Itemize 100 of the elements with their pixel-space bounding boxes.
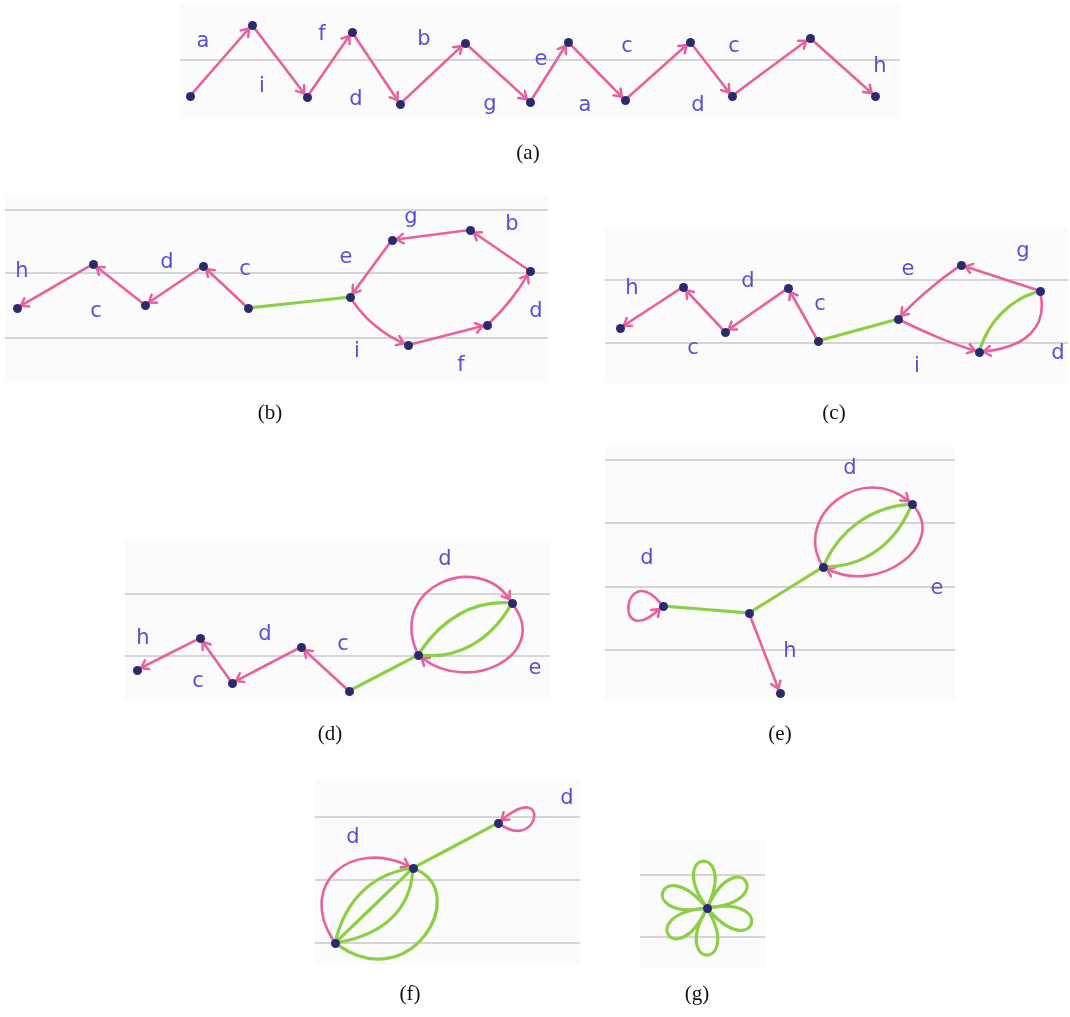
edge-label: c: [192, 669, 204, 691]
vertex-dot: [525, 97, 535, 107]
vertex-dot: [685, 37, 695, 47]
vertex-dot: [482, 320, 492, 330]
edge-line: [337, 868, 439, 961]
arrow: [627, 43, 688, 99]
vertex-dot: [296, 642, 306, 652]
arrow: [900, 319, 976, 355]
arrow: [410, 575, 511, 653]
arrow: [467, 44, 528, 101]
vertex-dot: [720, 327, 730, 337]
panel-caption: (b): [257, 401, 283, 423]
edge-label: h: [136, 626, 150, 648]
edge-label: d: [843, 456, 857, 478]
vertex-dot: [507, 598, 517, 608]
edge-label: e: [339, 245, 353, 267]
arrow: [19, 264, 91, 308]
arrow: [139, 638, 198, 671]
edge-label: d: [1051, 341, 1065, 363]
edge-label: e: [930, 576, 944, 598]
arrow: [627, 589, 662, 623]
panel-caption: (e): [768, 722, 792, 744]
arrow: [691, 44, 731, 94]
vertex-dot: [783, 283, 793, 293]
arrow: [622, 288, 681, 328]
arrow: [205, 267, 246, 307]
edge-line: [707, 875, 749, 910]
edge-label: g: [483, 92, 497, 114]
vertex-dot: [88, 259, 98, 269]
edge-line: [351, 655, 416, 691]
vertex-dot: [525, 266, 535, 276]
edge-label: h: [15, 259, 29, 281]
edge-line: [691, 859, 717, 906]
edge-label: d: [741, 269, 755, 291]
vertex-dot: [302, 92, 312, 102]
edge-label: a: [578, 93, 592, 115]
edge-label: h: [783, 639, 797, 661]
edge-label: c: [621, 34, 633, 56]
edge-label: e: [528, 656, 542, 678]
arrow: [308, 34, 351, 95]
arrow: [734, 39, 808, 95]
vertex-dot: [140, 300, 150, 310]
edge-label: c: [337, 632, 349, 654]
edge-line: [751, 567, 821, 613]
vertex-dot: [775, 688, 785, 698]
arrow: [813, 486, 910, 565]
vertex-dot: [818, 562, 828, 572]
arrow: [420, 605, 524, 674]
arrow: [201, 640, 231, 681]
arrow: [812, 39, 873, 95]
edge-label: c: [814, 292, 826, 314]
vertex-dot: [387, 235, 397, 245]
edge-label: d: [529, 299, 543, 321]
vertex-dot: [907, 499, 917, 509]
vertex-dot: [813, 336, 823, 346]
edge-label: c: [728, 34, 740, 56]
edge-label: e: [901, 257, 915, 279]
vertex-dot: [247, 20, 257, 30]
arrow: [500, 806, 536, 833]
vertex-dot: [974, 347, 984, 357]
vertex-dot: [413, 650, 423, 660]
arrow: [147, 267, 201, 304]
vertex-dot: [805, 33, 815, 43]
arrow: [411, 321, 484, 346]
edge-label: e: [534, 47, 548, 69]
edge-label: d: [560, 786, 574, 808]
panel-caption: (c): [822, 401, 846, 423]
vertex-dot: [198, 261, 208, 271]
vertex-dot: [620, 95, 630, 105]
vertex-dot: [345, 292, 355, 302]
arrow: [489, 273, 530, 324]
vertex-dot: [465, 225, 475, 235]
arrow: [788, 290, 818, 339]
arrow: [191, 27, 251, 94]
arrow: [569, 43, 624, 99]
panel-caption: (d): [317, 722, 343, 744]
edge-line: [665, 906, 707, 941]
vertex-dot: [678, 282, 688, 292]
vertex-dot: [460, 38, 470, 48]
edge-label: d: [438, 547, 452, 569]
panel-caption: (g): [684, 982, 710, 1004]
edge-label: d: [346, 825, 360, 847]
vertex-dot: [132, 665, 142, 675]
arrow: [395, 229, 467, 245]
vertex-dot: [330, 938, 340, 948]
edge-label: d: [691, 93, 705, 115]
arrow: [353, 34, 400, 102]
arrow: [472, 231, 528, 270]
edge-label: c: [90, 299, 102, 321]
vertex-dot: [493, 818, 503, 828]
arrow: [351, 242, 391, 295]
vertex-dot: [870, 91, 880, 101]
edge-label: f: [318, 22, 326, 44]
arrow: [749, 615, 782, 691]
arrow: [320, 856, 411, 941]
arrow: [531, 44, 568, 100]
vertex-dot: [227, 678, 237, 688]
edge-line: [665, 604, 747, 615]
edge-label: b: [505, 212, 519, 234]
edge-label: i: [259, 74, 265, 96]
